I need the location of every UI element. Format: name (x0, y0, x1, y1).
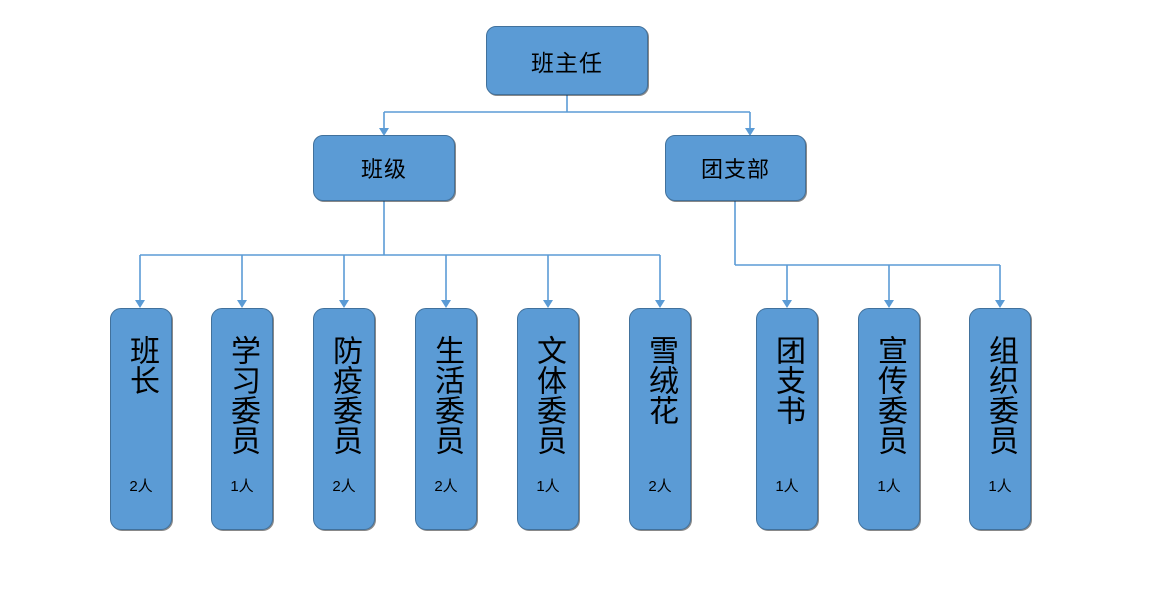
leaf-node-wenti-weiyuan[interactable]: 文体委员 1人 (517, 308, 579, 530)
leaf-title: 文体委员 (532, 335, 565, 455)
leaf-title: 防疫委员 (328, 335, 361, 455)
leaf-title: 宣传委员 (873, 335, 906, 455)
arrowhead-class-leaf-4 (441, 300, 451, 308)
arrowhead-class-leaf-3 (339, 300, 349, 308)
leaf-title: 学习委员 (226, 335, 259, 455)
leaf-node-ban-zhang[interactable]: 班长 2人 (110, 308, 172, 530)
node-root-label: 班主任 (531, 49, 603, 76)
node-branch-league-label: 团支部 (700, 157, 770, 182)
leaf-title: 班长 (125, 335, 158, 395)
leaf-title: 团支书 (771, 335, 804, 425)
arrowhead-league-leaf-3 (995, 300, 1005, 308)
arrowhead-class-leaf-2 (237, 300, 247, 308)
arrowhead-league-leaf-1 (782, 300, 792, 308)
arrowhead-class-leaf-1 (135, 300, 145, 308)
leaf-title: 生活委员 (430, 335, 463, 455)
leaf-node-xuanchuan-weiyuan[interactable]: 宣传委员 1人 (858, 308, 920, 530)
leaf-count: 1人 (230, 478, 254, 495)
leaf-node-xuexi-weiyuan[interactable]: 学习委员 1人 (211, 308, 273, 530)
leaf-count: 1人 (536, 478, 560, 495)
arrowhead-league-leaf-2 (884, 300, 894, 308)
leaf-count: 1人 (775, 478, 799, 495)
leaf-node-fangyi-weiyuan[interactable]: 防疫委员 2人 (313, 308, 375, 530)
leaf-title: 组织委员 (984, 335, 1017, 455)
arrowhead-class-leaf-5 (543, 300, 553, 308)
leaf-count: 2人 (129, 478, 153, 495)
leaf-count: 2人 (648, 478, 672, 495)
leaf-node-shenghuo-weiyuan[interactable]: 生活委员 2人 (415, 308, 477, 530)
leaf-node-zuzhi-weiyuan[interactable]: 组织委员 1人 (969, 308, 1031, 530)
arrowhead-class-leaf-6 (655, 300, 665, 308)
leaf-title: 雪绒花 (644, 335, 677, 425)
leaf-node-tuan-zhishu[interactable]: 团支书 1人 (756, 308, 818, 530)
leaf-count: 2人 (434, 478, 458, 495)
leaf-count: 2人 (332, 478, 356, 495)
leaf-count: 1人 (877, 478, 901, 495)
node-branch-league[interactable]: 团支部 (665, 135, 806, 201)
leaf-node-xuerong-hua[interactable]: 雪绒花 2人 (629, 308, 691, 530)
node-root-head-teacher[interactable]: 班主任 (486, 26, 648, 95)
leaf-count: 1人 (988, 478, 1012, 495)
node-branch-class-label: 班级 (360, 157, 407, 182)
node-branch-class[interactable]: 班级 (313, 135, 455, 201)
